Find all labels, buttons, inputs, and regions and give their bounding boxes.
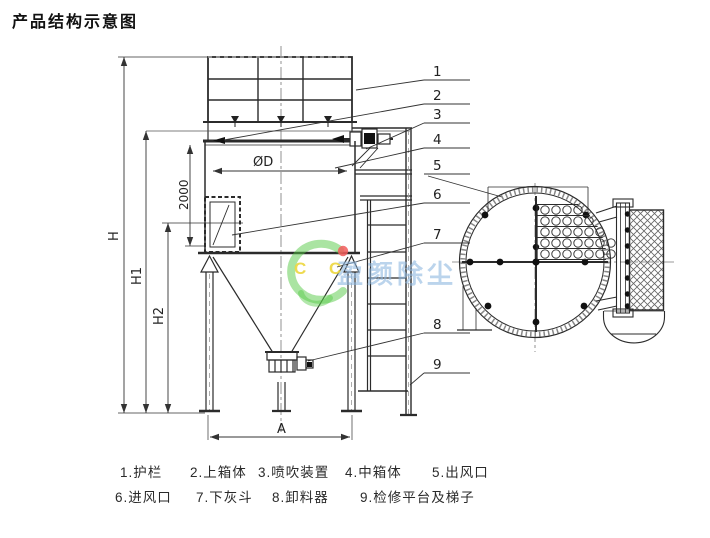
top-view-bracket xyxy=(487,186,589,214)
checker-plate-platform xyxy=(628,209,665,311)
watermark-text: 盈颜除尘 xyxy=(336,259,457,289)
callout-9: 9 xyxy=(409,357,470,386)
anchor-marks xyxy=(231,116,332,127)
watermark-swirl-tail-icon xyxy=(298,290,333,307)
shell-outer xyxy=(458,185,612,339)
pulse-jet-assembly xyxy=(332,128,393,169)
top-view-extension xyxy=(457,286,492,331)
dim-label-h: H xyxy=(107,231,122,241)
callout-8: 8 xyxy=(307,317,470,362)
callout-6: 6 xyxy=(231,187,470,236)
guardrail xyxy=(203,56,357,127)
dimensions: H H1 H2 2000 ØD A xyxy=(107,56,353,441)
callout-5: 5 xyxy=(424,158,503,198)
dim-label-h1: H1 xyxy=(130,267,145,285)
page-title: 产品结构示意图 xyxy=(12,14,139,31)
dim-label-a: A xyxy=(277,422,286,437)
watermark-dot-icon xyxy=(337,245,349,257)
callout-1: 1 xyxy=(355,64,470,91)
outlet-duct xyxy=(602,310,666,344)
callout-2: 2 xyxy=(213,88,470,144)
support-legs xyxy=(199,272,362,413)
svg-text:6: 6 xyxy=(433,187,442,203)
dim-label-phiD: ØD xyxy=(253,155,273,170)
callouts: 1 2 3 4 5 6 xyxy=(213,64,503,386)
svg-text:5: 5 xyxy=(433,158,442,174)
svg-text:7: 7 xyxy=(433,227,442,243)
watermark-letters: C C xyxy=(294,259,350,278)
svg-text:1: 1 xyxy=(433,64,442,80)
top-view xyxy=(452,183,674,352)
svg-text:9: 9 xyxy=(433,357,442,373)
callout-3: 3 xyxy=(365,107,470,150)
watermark-swirl-icon xyxy=(287,239,347,304)
ladder-rungs xyxy=(368,224,406,357)
dim-label-h2: H2 xyxy=(152,307,167,325)
dim-label-2000: 2000 xyxy=(177,179,191,210)
svg-text:3: 3 xyxy=(433,107,442,123)
front-view xyxy=(146,46,417,432)
svg-text:2: 2 xyxy=(433,88,442,104)
middle-box xyxy=(198,141,360,255)
filter-bag-grid xyxy=(536,204,616,260)
svg-text:4: 4 xyxy=(433,132,442,148)
watermark: C C 盈颜除尘 xyxy=(287,239,457,307)
inlet-port xyxy=(204,196,241,253)
outlet-flange-platform xyxy=(595,198,665,318)
discharger xyxy=(265,351,314,373)
svg-text:8: 8 xyxy=(433,317,442,333)
platform-ladder xyxy=(352,127,417,417)
callout-4: 4 xyxy=(334,132,470,169)
